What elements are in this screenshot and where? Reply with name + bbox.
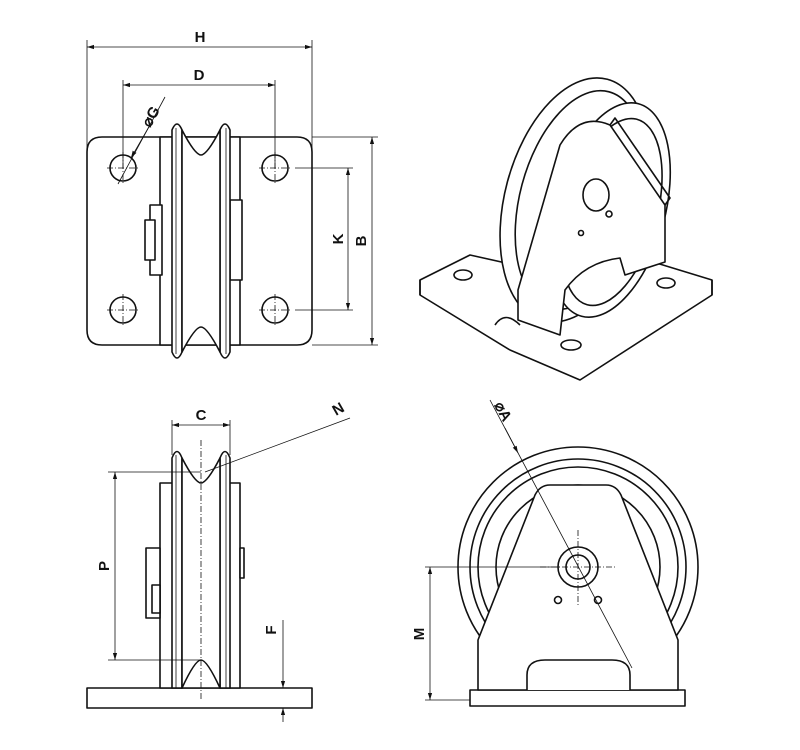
dim-label-F: F	[263, 625, 280, 634]
top-view: H D ⌀G B K	[86, 29, 378, 359]
dim-label-P: P	[96, 561, 113, 571]
isometric-view	[419, 77, 713, 381]
side-view: C N P F	[86, 399, 351, 722]
dim-label-C: C	[196, 407, 207, 424]
dim-label-K: K	[330, 233, 347, 244]
dim-label-N: N	[330, 399, 348, 419]
dim-label-A: ⌀A	[490, 399, 514, 425]
front-view: ⌀A M	[411, 399, 699, 707]
dim-label-H: H	[195, 29, 206, 46]
dim-label-M: M	[411, 628, 428, 641]
dim-label-B: B	[353, 235, 370, 246]
dim-label-D: D	[194, 67, 205, 84]
dim-label-G: ⌀G	[139, 104, 164, 130]
